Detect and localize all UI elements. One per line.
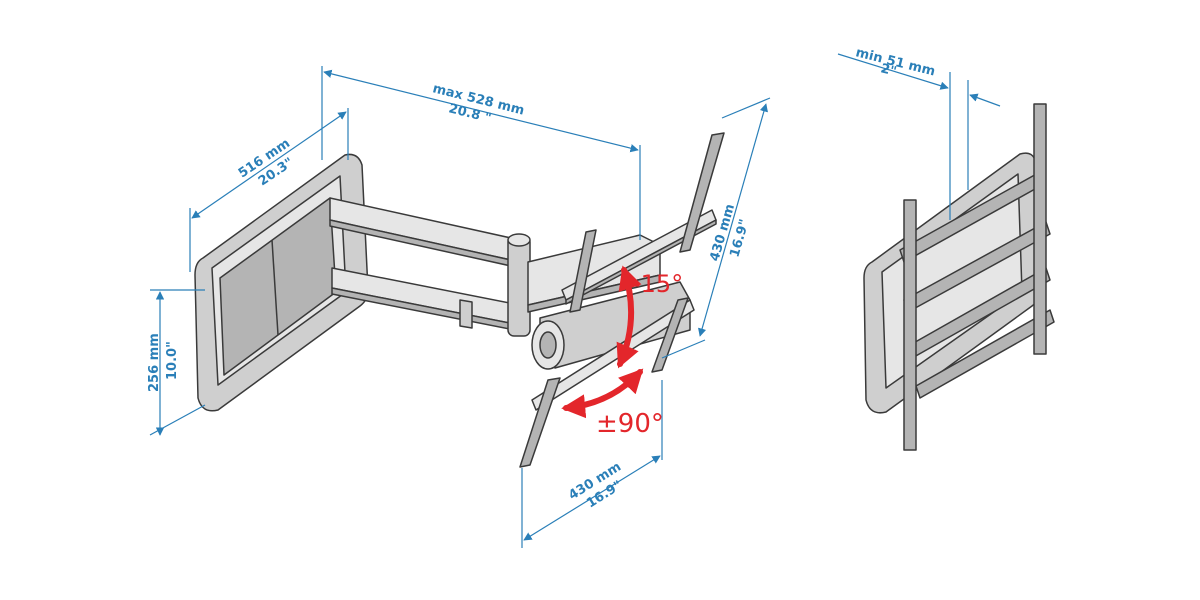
tilt-angle-label: -15° <box>632 270 683 298</box>
angle-indicators: -15° ±90° <box>561 265 683 439</box>
wall-plate-height-mm: 256 mm <box>147 333 162 392</box>
tilt-head <box>531 281 691 370</box>
wall-plate-height-in: 10.0" <box>165 341 180 380</box>
folded-crossbars <box>899 171 1055 399</box>
tilt-arrow <box>616 265 642 369</box>
min-depth-in: 2" <box>879 61 898 79</box>
lower-arm <box>331 267 521 332</box>
swivel-arrow <box>561 368 644 419</box>
folded-vesa-brackets <box>903 103 1047 451</box>
folded-mount-view <box>863 103 1055 451</box>
swivel-angle-label: ±90° <box>596 409 664 439</box>
arm-joint <box>507 233 531 337</box>
wall-plate <box>194 153 369 412</box>
articulating-mount-view <box>194 132 725 468</box>
dimension-lines <box>149 53 1001 548</box>
